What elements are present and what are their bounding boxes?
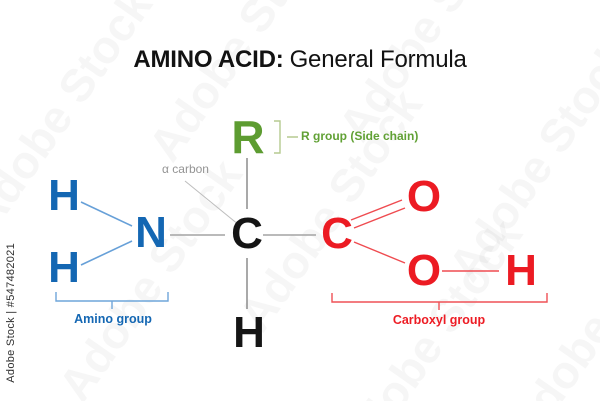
atom-r-group: R [231,111,265,163]
atom-h-hydroxyl: H [505,246,537,295]
atom-h-alpha: H [233,308,265,357]
watermark-text: Adobe Stock [0,0,162,241]
page-title: AMINO ACID:General Formula [0,46,600,74]
bond-c-ohydroxyl [353,241,406,264]
r-group-label: R group (Side chain) [301,129,419,143]
stock-id-label: Adobe Stock | #547482021 [5,243,17,383]
title-rest: General Formula [289,46,467,73]
atom-o-hydroxyl: O [406,246,442,295]
atom-n-amino: N [135,208,167,257]
atom-c-alpha: C [231,209,263,258]
r-group-bracket [274,120,298,154]
atom-h-amino-top: H [48,171,80,220]
bond-h-bottom-n [80,240,133,266]
title-highlight: AMINO ACID: [133,46,284,73]
atom-c-carboxyl: C [321,209,353,258]
atom-h-amino-bottom: H [48,243,80,292]
bond-h-top-n [80,201,133,227]
amino-group-label: Amino group [74,312,152,326]
watermark-text: Adobe Stock [328,209,532,401]
double-bond-line-1 [350,199,403,221]
alpha-carbon-label: α carbon [162,162,209,176]
carboxyl-group-bracket [331,293,548,310]
amino-group-bracket [55,292,169,309]
watermark-text: Adobe Stock [498,189,600,401]
double-bond-line-2 [353,207,406,229]
atom-o-carbonyl: O [406,172,442,221]
carboxyl-group-label: Carboxyl group [392,313,486,327]
